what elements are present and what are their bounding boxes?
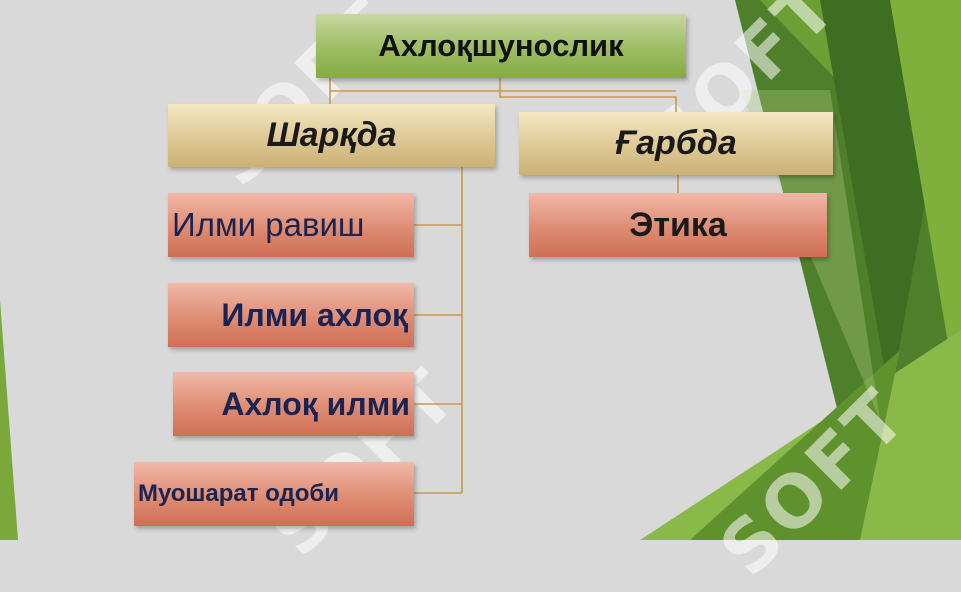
- west-branch-label: Ғарбда: [615, 124, 737, 162]
- root-label: Ахлоқшунослик: [378, 28, 624, 63]
- east-child-node: Муошарат одоби: [134, 462, 414, 526]
- east-branch-label: Шарқда: [266, 116, 397, 154]
- east-child-label: Ахлоқ илми: [221, 385, 410, 422]
- east-child-node: Ахлоқ илми: [173, 372, 414, 436]
- east-child-node: Илми ахлоқ: [168, 283, 414, 347]
- west-child-node: Этика: [529, 193, 827, 257]
- west-child-label: Этика: [629, 205, 727, 244]
- east-child-label: Илми ахлоқ: [221, 296, 408, 333]
- root-node: Ахлоқшунослик: [316, 14, 686, 78]
- east-branch-header: Шарқда: [168, 104, 495, 167]
- west-branch-header: Ғарбда: [519, 112, 833, 175]
- east-child-label: Илми равиш: [172, 206, 365, 243]
- east-child-label: Муошарат одоби: [138, 480, 339, 507]
- east-child-node: Илми равиш: [168, 193, 414, 257]
